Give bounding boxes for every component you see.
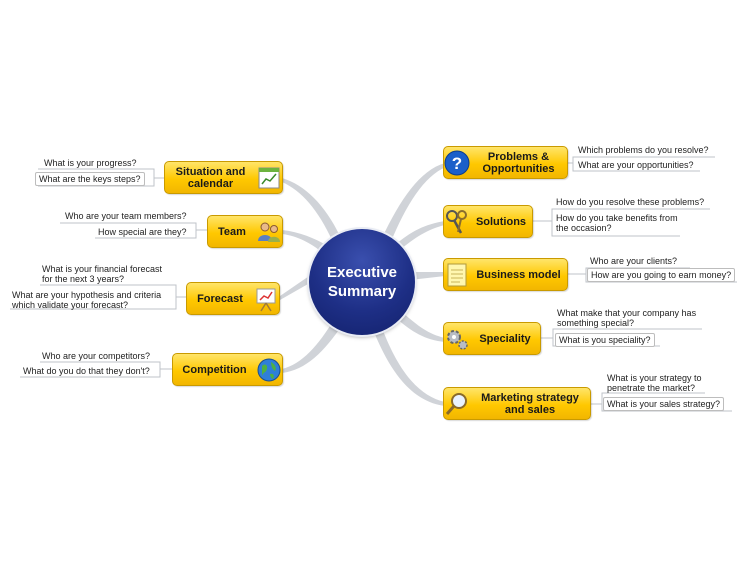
branch-business xyxy=(410,272,445,280)
topic-label: Situation and calendar xyxy=(175,165,246,190)
topic-label: Forecast xyxy=(197,292,243,305)
topic-label: Team xyxy=(218,225,246,238)
subtopic-problems-2[interactable]: What are your opportunities? xyxy=(578,160,694,170)
gears-icon xyxy=(444,326,470,352)
svg-text:?: ? xyxy=(452,154,462,173)
topic-situation-calendar[interactable]: Situation and calendar xyxy=(164,161,283,194)
subtopic-competition-1[interactable]: Who are your competitors? xyxy=(42,351,151,361)
topic-solutions[interactable]: Solutions xyxy=(443,205,533,238)
branch-competition xyxy=(282,318,343,373)
topic-label: Marketing strategy and sales xyxy=(481,391,579,416)
globe-icon xyxy=(256,357,282,383)
topic-problems-opportunities[interactable]: ? Problems & Opportunities xyxy=(443,146,568,179)
people-icon xyxy=(256,219,282,245)
subtopic-situation-1[interactable]: What is your progress? xyxy=(44,158,137,168)
topic-competition[interactable]: Competition xyxy=(172,353,283,386)
magnifier-icon xyxy=(444,391,470,417)
topic-marketing-sales[interactable]: Marketing strategy and sales xyxy=(443,387,591,420)
branch-problems xyxy=(382,163,446,244)
subtopic-problems-1[interactable]: Which problems do you resolve? xyxy=(578,145,709,155)
subtopic-forecast-1[interactable]: What is your financial forecast for the … xyxy=(42,264,163,284)
branch-team xyxy=(282,230,328,252)
branch-situation xyxy=(282,178,340,240)
subtopic-solutions-2[interactable]: How do you take benefits from the occasi… xyxy=(556,213,678,233)
subtopic-solutions-1[interactable]: How do you resolve these problems? xyxy=(556,197,705,207)
calendar-chart-icon xyxy=(256,165,282,191)
notepad-icon xyxy=(444,262,470,288)
topic-business-model[interactable]: Business model xyxy=(443,258,568,291)
easel-chart-icon xyxy=(253,286,279,312)
topic-label: Business model xyxy=(476,268,561,281)
topic-speciality[interactable]: Speciality xyxy=(443,322,541,355)
subtopic-speciality-2[interactable]: What is you speciality? xyxy=(555,333,655,347)
subtopic-competition-2[interactable]: What do you do that they don't? xyxy=(23,366,150,376)
subtopic-business-2[interactable]: How are you going to earn money? xyxy=(587,268,736,282)
subtopic-marketing-1[interactable]: What is your strategy to penetrate the m… xyxy=(607,373,702,393)
subtopic-forecast-2[interactable]: What are your hypothesis and criteria wh… xyxy=(12,290,162,310)
central-topic[interactable]: Executive Summary xyxy=(309,229,415,335)
branch-speciality xyxy=(396,312,445,342)
topic-label: Solutions xyxy=(475,215,527,228)
branch-forecast xyxy=(280,272,315,300)
branch-solutions xyxy=(395,221,445,250)
subtopic-business-1[interactable]: Who are your clients? xyxy=(590,256,678,266)
keys-icon xyxy=(444,209,470,235)
topic-label: Competition xyxy=(182,363,247,376)
main-branches xyxy=(280,163,446,406)
topic-label: Problems & Opportunities xyxy=(482,150,555,175)
central-title-line2: Summary xyxy=(327,283,397,300)
central-title-line1: Executive xyxy=(326,264,398,281)
topic-label: Speciality xyxy=(479,332,531,345)
topic-team[interactable]: Team xyxy=(207,215,283,248)
branch-marketing xyxy=(374,328,445,406)
subtopic-marketing-2[interactable]: What is your sales strategy? xyxy=(603,397,725,411)
question-icon: ? xyxy=(444,150,470,176)
subtopic-team-1[interactable]: Who are your team members? xyxy=(65,211,187,221)
subtopic-situation-2[interactable]: What are the keys steps? xyxy=(35,172,145,186)
subtopic-speciality-1[interactable]: What make that your company has somethin… xyxy=(557,308,697,328)
topic-forecast[interactable]: Forecast xyxy=(186,282,280,315)
subtopic-team-2[interactable]: How special are they? xyxy=(98,227,187,237)
